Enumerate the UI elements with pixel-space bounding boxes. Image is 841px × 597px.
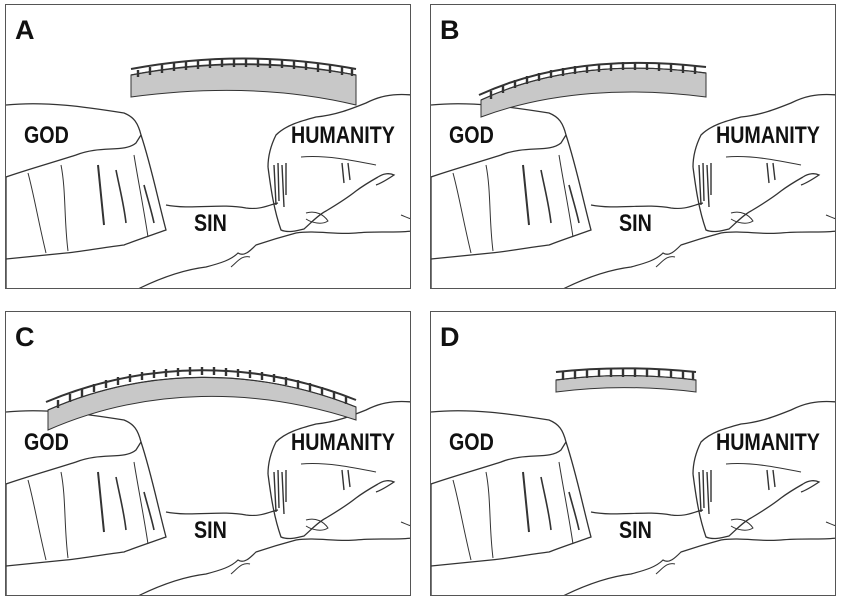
humanity-label: HUMANITY: [716, 122, 820, 150]
panel-letter: D: [440, 322, 459, 353]
panel-d: D GOD HUMANITY SIN: [430, 311, 836, 596]
humanity-label: HUMANITY: [291, 429, 395, 457]
panel-a: A GOD HUMANITY SIN: [5, 4, 411, 289]
panel-letter: A: [15, 15, 34, 46]
panel-letter: B: [440, 15, 459, 46]
sin-label: SIN: [194, 517, 227, 545]
sin-label: SIN: [619, 517, 652, 545]
god-label: GOD: [449, 122, 494, 150]
sin-label: SIN: [619, 210, 652, 238]
bridge-a: [131, 59, 356, 106]
humanity-label: HUMANITY: [291, 122, 395, 150]
god-label: GOD: [449, 429, 494, 457]
god-label: GOD: [24, 429, 69, 457]
humanity-label: HUMANITY: [716, 429, 820, 457]
panel-b: B GOD HUMANITY SIN: [430, 4, 836, 289]
panel-letter: C: [15, 322, 34, 353]
bridge-d: [556, 368, 696, 392]
bridge-c: [46, 367, 356, 430]
god-label: GOD: [24, 122, 69, 150]
sin-label: SIN: [194, 210, 227, 238]
bridge-b: [479, 62, 706, 117]
panel-c: C GOD HUMANITY SIN: [5, 311, 411, 596]
